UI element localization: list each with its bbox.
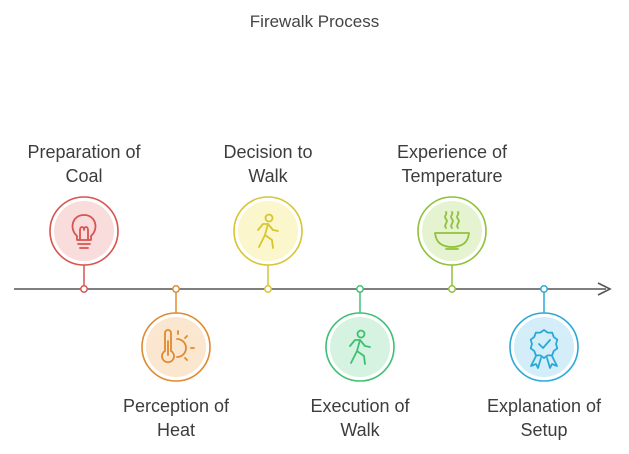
timeline-marker (264, 285, 272, 293)
step-circle-inner (146, 317, 206, 377)
step-node (509, 285, 579, 382)
timeline-arrowhead (597, 282, 612, 296)
step-label-line2: Walk (248, 166, 288, 186)
step-label: Explanation of Setup (474, 394, 614, 442)
step-circle-inner (330, 317, 390, 377)
step-node (417, 196, 487, 293)
step-label: Perception of Heat (106, 394, 246, 442)
step-node (325, 285, 395, 382)
step-label: Experience of Temperature (382, 140, 522, 188)
step-label-line2: Heat (156, 420, 196, 440)
step-label-line1: Experience of (396, 142, 508, 162)
step-label-line1: Execution of (310, 396, 410, 416)
timeline-marker (356, 285, 364, 293)
step-label-line1: Preparation of (27, 142, 141, 162)
step-circle-inner (422, 201, 482, 261)
walking-person-icon (257, 213, 279, 249)
step-node (49, 196, 119, 293)
step-label: Execution of Walk (290, 394, 430, 442)
timeline-marker (80, 285, 88, 293)
step-circle-inner (54, 201, 114, 261)
step-circle-inner (238, 201, 298, 261)
walking-person-icon (349, 329, 371, 365)
step-label-line1: Perception of (122, 396, 230, 416)
thermometer-sun-icon (161, 329, 195, 364)
step-label: Preparation of Coal (14, 140, 154, 188)
timeline-marker (540, 285, 548, 293)
step-node (233, 196, 303, 293)
step-label-line1: Explanation of (486, 396, 602, 416)
lightbulb-icon (71, 214, 97, 249)
step-label-line2: Walk (340, 420, 380, 440)
hot-bowl-icon (434, 211, 470, 250)
step-label-line2: Temperature (401, 166, 503, 186)
step-label-line2: Coal (65, 166, 103, 186)
timeline-marker (448, 285, 456, 293)
diagram-title: Firewalk Process (249, 12, 380, 31)
step-node (141, 285, 211, 382)
timeline-marker (172, 285, 180, 293)
step-label-line2: Setup (520, 420, 568, 440)
badge-check-icon (529, 329, 559, 369)
step-label: Decision to Walk (198, 140, 338, 188)
step-label-line1: Decision to (223, 142, 313, 162)
